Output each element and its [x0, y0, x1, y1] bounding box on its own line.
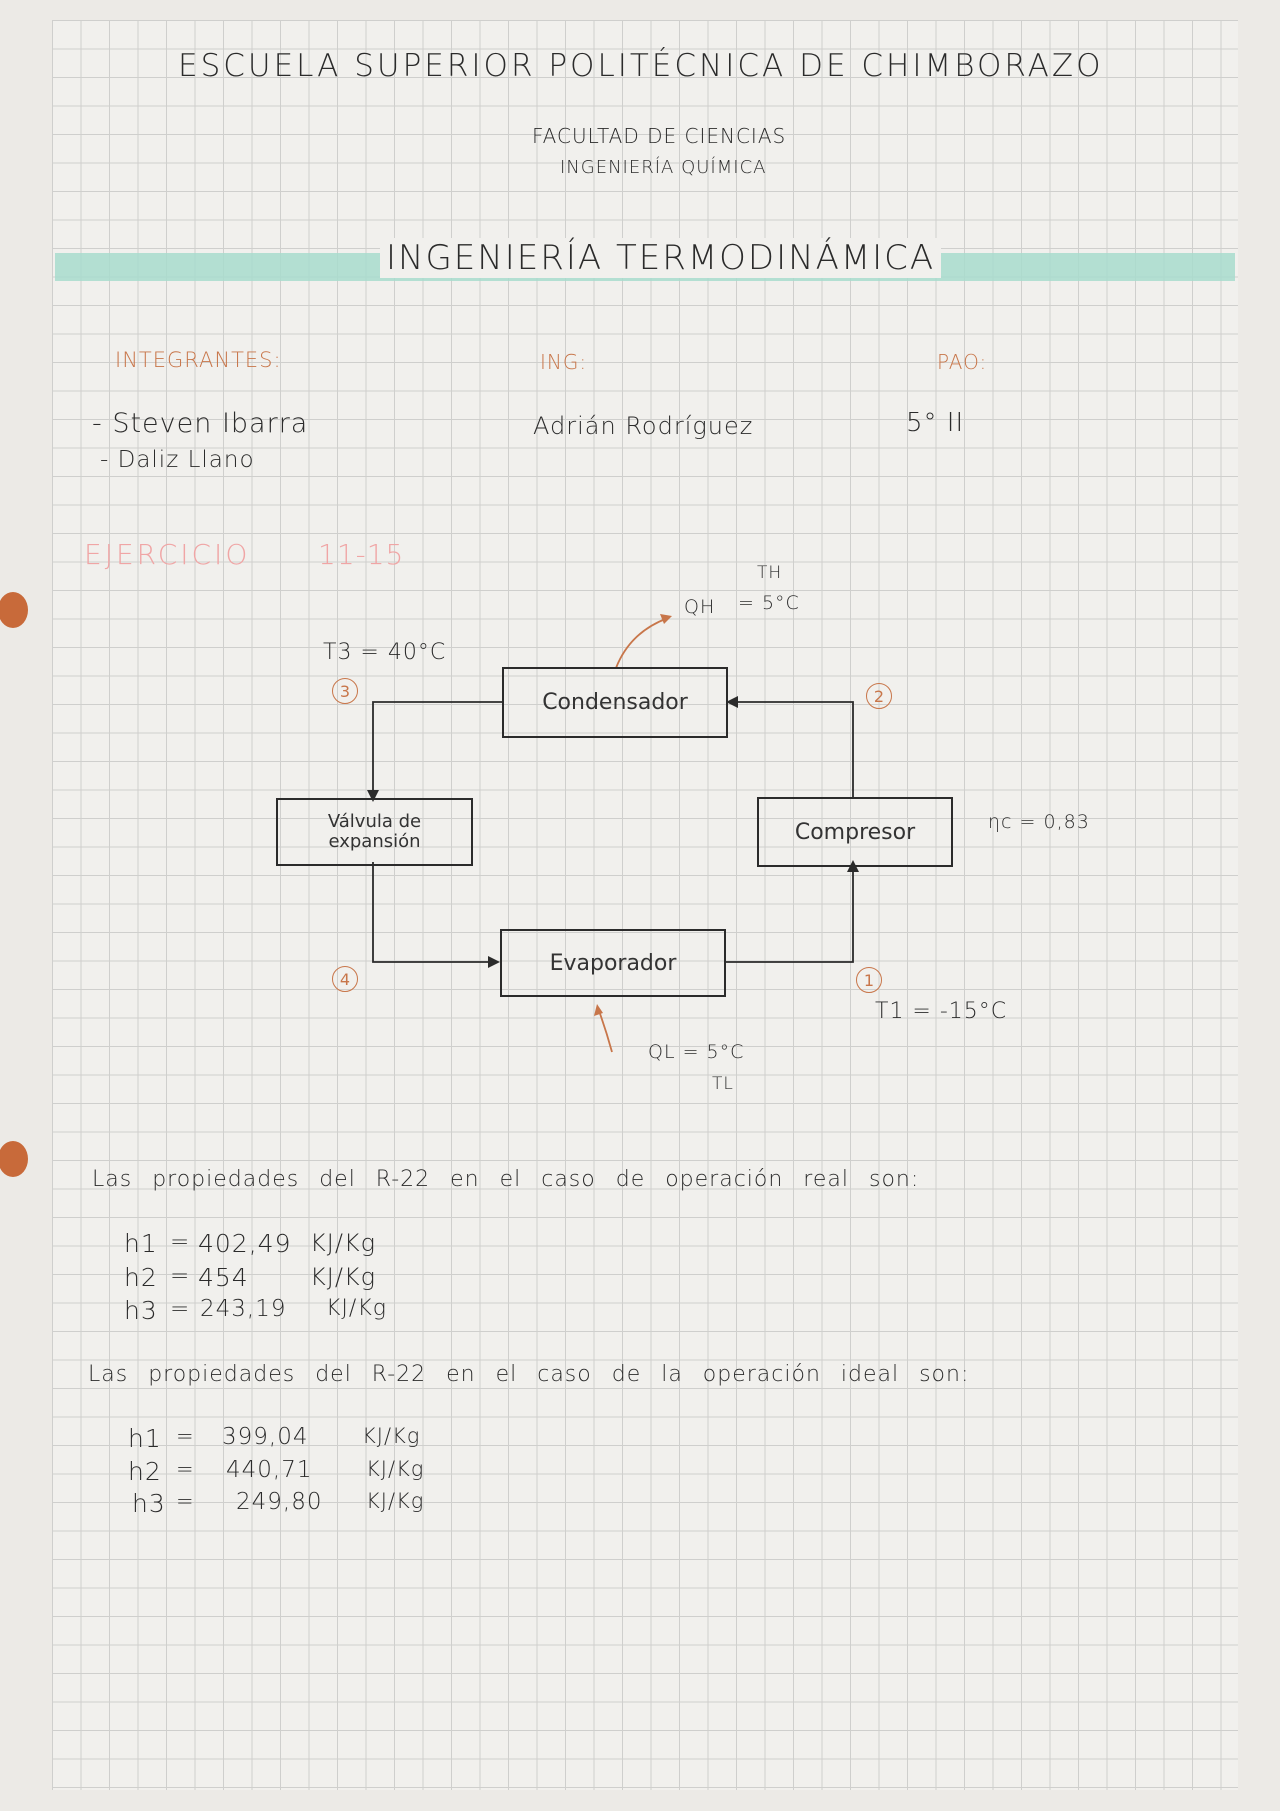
qh-temp: = 5°C	[738, 592, 800, 614]
ing-label: ING:	[540, 350, 588, 374]
enthalpy-value: 440,71	[226, 1457, 313, 1483]
th-label: TH	[757, 563, 783, 583]
equals-sign: =	[170, 1296, 191, 1322]
equals-sign: =	[176, 1424, 195, 1448]
state-point-4: 4	[332, 966, 358, 992]
ideal-intro: Las propiedades del R-22 en el caso de l…	[88, 1362, 970, 1387]
exercise-number: 11-15	[318, 538, 405, 571]
state-point-2: 2	[866, 683, 892, 709]
condenser-box: Condensador	[502, 667, 728, 738]
equals-sign: =	[170, 1263, 191, 1289]
equals-sign: =	[176, 1489, 195, 1513]
pao-value: 5° II	[906, 408, 965, 438]
equals-sign: =	[170, 1229, 191, 1255]
compressor-box: Compresor	[757, 797, 953, 867]
binder-hole	[0, 1141, 28, 1177]
exercise-label: EJERCICIO	[84, 538, 251, 571]
ing-name: Adrián Rodríguez	[533, 412, 754, 440]
evaporator-box: Evaporador	[500, 929, 726, 997]
enthalpy-symbol: h2	[128, 1457, 162, 1486]
enthalpy-symbol: h3	[124, 1296, 158, 1325]
enthalpy-unit: KJ/Kg	[366, 1457, 425, 1481]
state-point-1: 1	[856, 967, 882, 993]
enthalpy-unit: KJ/Kg	[366, 1489, 425, 1513]
enthalpy-symbol: h1	[128, 1424, 162, 1453]
evaporator-label: Evaporador	[549, 950, 677, 976]
ql-label: QL = 5°C	[648, 1041, 745, 1063]
tl-label: TL	[712, 1074, 734, 1094]
enthalpy-unit: KJ/Kg	[326, 1296, 387, 1321]
real-intro: Las propiedades del R-22 en el caso de o…	[92, 1167, 920, 1192]
enthalpy-value: 243,19	[200, 1296, 287, 1322]
efficiency-label: ηc = 0,83	[988, 811, 1090, 833]
enthalpy-unit: KJ/Kg	[362, 1424, 421, 1448]
enthalpy-symbol: h3	[132, 1489, 166, 1518]
t1-label: T1 = -15°C	[875, 999, 1008, 1024]
school-title: ESCUELA SUPERIOR POLITÉCNICA DE CHIMBORA…	[178, 48, 1104, 84]
condenser-label: Condensador	[542, 690, 688, 715]
faculty-name: FACULTAD DE CIENCIAS	[532, 124, 787, 148]
member-name: - Steven Ibarra	[92, 408, 309, 439]
subject-title: INGENIERÍA TERMODINÁMICA	[380, 238, 942, 278]
valve-label: Válvula de expansión	[327, 811, 422, 852]
binder-hole	[0, 592, 28, 628]
pao-label: PAO:	[937, 350, 988, 374]
notebook-page	[52, 20, 1238, 1790]
members-label: INTEGRANTES:	[115, 348, 282, 372]
enthalpy-value: 399,04	[222, 1424, 309, 1450]
enthalpy-value: 454	[198, 1263, 249, 1292]
enthalpy-unit: KJ/Kg	[310, 1229, 377, 1257]
enthalpy-value: 402,49	[198, 1229, 292, 1258]
enthalpy-symbol: h2	[124, 1263, 158, 1292]
enthalpy-unit: KJ/Kg	[310, 1263, 377, 1291]
t3-label: T3 = 40°C	[323, 640, 447, 665]
enthalpy-value: 249,80	[236, 1489, 323, 1515]
enthalpy-symbol: h1	[124, 1229, 158, 1258]
career-name: INGENIERÍA QUÍMICA	[560, 157, 767, 178]
valve-box: Válvula de expansión	[276, 798, 473, 866]
qh-label: QH	[684, 596, 716, 618]
member-name: - Daliz Llano	[100, 447, 255, 473]
compressor-label: Compresor	[794, 819, 916, 845]
state-point-3: 3	[332, 678, 358, 704]
equals-sign: =	[176, 1457, 195, 1481]
